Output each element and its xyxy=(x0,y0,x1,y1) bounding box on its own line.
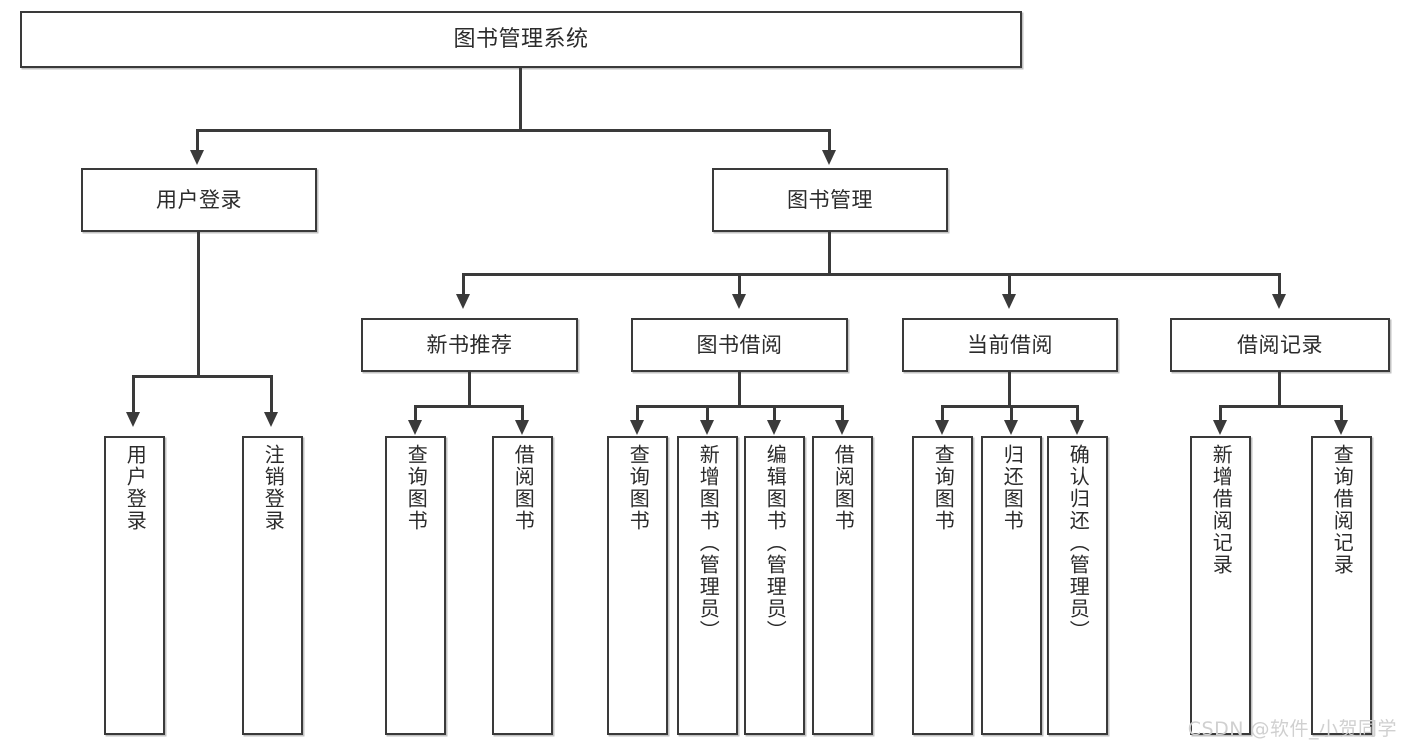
connector-book-manage-drop-4 xyxy=(1278,273,1281,295)
arrowhead-leaf-return-book xyxy=(1004,420,1018,435)
node-leaf-query-book-2[interactable]: 查询图书 xyxy=(607,436,668,735)
connector-borrow-record-stem xyxy=(1278,372,1281,407)
node-label: 查询图书 xyxy=(931,444,956,532)
connector-new-book-rec-bus xyxy=(414,405,524,408)
node-new-book-recommendation[interactable]: 新书推荐 xyxy=(361,318,578,372)
node-label: 归还图书 xyxy=(1000,444,1025,532)
arrowhead-leaf-query-book-2 xyxy=(630,420,644,435)
connector-current-borrow-stem xyxy=(1008,372,1011,407)
connector-new-book-rec-drop-1 xyxy=(414,405,417,421)
arrowhead-leaf-query-record xyxy=(1334,420,1348,435)
connector-book-manage-bus xyxy=(462,273,1280,276)
arrowhead-leaf-logout xyxy=(264,412,278,427)
node-borrow-record[interactable]: 借阅记录 xyxy=(1170,318,1390,372)
connector-user-login-drop-1 xyxy=(132,375,135,413)
node-label: 借阅记录 xyxy=(1237,332,1323,357)
node-label: 图书管理系统 xyxy=(453,26,589,52)
connector-root-stem xyxy=(519,68,522,131)
node-label: 新增借阅记录 xyxy=(1209,444,1234,576)
connector-book-borrow-bus xyxy=(636,405,844,408)
node-root-book-management-system[interactable]: 图书管理系统 xyxy=(20,11,1022,68)
node-leaf-add-record[interactable]: 新增借阅记录 xyxy=(1190,436,1251,735)
arrowhead-book-manage xyxy=(822,150,836,165)
connector-new-book-rec-drop-2 xyxy=(521,405,524,421)
node-label: 用户登录 xyxy=(156,187,242,212)
connector-book-borrow-drop-2 xyxy=(706,405,709,421)
connector-root-bus xyxy=(197,129,831,132)
node-leaf-confirm-return[interactable]: 确认归还（管理员） xyxy=(1047,436,1108,735)
node-leaf-add-book[interactable]: 新增图书（管理员） xyxy=(677,436,738,735)
arrowhead-current-borrow xyxy=(1002,294,1016,309)
arrowhead-book-borrow xyxy=(732,294,746,309)
arrowhead-leaf-user-login xyxy=(126,412,140,427)
connector-user-login-bus xyxy=(132,375,272,378)
node-book-management[interactable]: 图书管理 xyxy=(712,168,948,232)
connector-new-book-rec-stem xyxy=(468,372,471,407)
connector-borrow-record-drop-1 xyxy=(1219,405,1222,421)
node-leaf-query-book-1[interactable]: 查询图书 xyxy=(385,436,446,735)
connector-current-borrow-drop-1 xyxy=(941,405,944,421)
node-leaf-logout[interactable]: 注销登录 xyxy=(242,436,303,735)
watermark: CSDN @软件_小贺同学 xyxy=(1187,718,1397,740)
node-label: 借阅图书 xyxy=(831,444,856,532)
node-leaf-borrow-book-1[interactable]: 借阅图书 xyxy=(492,436,553,735)
node-leaf-query-record[interactable]: 查询借阅记录 xyxy=(1311,436,1372,735)
node-label: 查询借阅记录 xyxy=(1330,444,1355,576)
arrowhead-leaf-edit-book xyxy=(767,420,781,435)
node-user-login[interactable]: 用户登录 xyxy=(81,168,317,232)
connector-root-to-book-manage xyxy=(828,129,831,151)
node-label: 查询图书 xyxy=(404,444,429,532)
arrowhead-leaf-query-book-3 xyxy=(935,420,949,435)
node-label: 当前借阅 xyxy=(967,332,1053,357)
node-label: 借阅图书 xyxy=(511,444,536,532)
arrowhead-new-book-rec xyxy=(456,294,470,309)
connector-user-login-stem xyxy=(197,232,200,377)
connector-current-borrow-bus xyxy=(941,405,1078,408)
arrowhead-leaf-add-book xyxy=(700,420,714,435)
node-current-borrow[interactable]: 当前借阅 xyxy=(902,318,1118,372)
arrowhead-leaf-query-book-1 xyxy=(408,420,422,435)
connector-book-borrow-drop-4 xyxy=(841,405,844,421)
connector-borrow-record-bus xyxy=(1219,405,1343,408)
connector-book-manage-drop-2 xyxy=(738,273,741,295)
node-label: 新书推荐 xyxy=(426,332,513,357)
node-book-borrow[interactable]: 图书借阅 xyxy=(631,318,848,372)
node-label: 编辑图书（管理员） xyxy=(763,444,788,642)
connector-book-borrow-stem xyxy=(738,372,741,407)
connector-book-manage-drop-3 xyxy=(1008,273,1011,295)
connector-book-manage-stem xyxy=(828,232,831,275)
connector-book-borrow-drop-3 xyxy=(773,405,776,421)
node-label: 新增图书（管理员） xyxy=(696,444,721,642)
node-label: 图书管理 xyxy=(787,187,873,212)
node-leaf-borrow-book-2[interactable]: 借阅图书 xyxy=(812,436,873,735)
node-label: 图书借阅 xyxy=(696,332,783,357)
arrowhead-leaf-borrow-book-1 xyxy=(515,420,529,435)
node-leaf-return-book[interactable]: 归还图书 xyxy=(981,436,1042,735)
connector-root-to-user-login xyxy=(196,129,199,151)
connector-book-manage-drop-1 xyxy=(462,273,465,295)
node-leaf-user-login[interactable]: 用户登录 xyxy=(104,436,165,735)
arrowhead-leaf-borrow-book-2 xyxy=(835,420,849,435)
node-label: 用户登录 xyxy=(123,444,148,532)
connector-current-borrow-drop-3 xyxy=(1076,405,1079,421)
node-leaf-query-book-3[interactable]: 查询图书 xyxy=(912,436,973,735)
arrowhead-leaf-confirm-return xyxy=(1070,420,1084,435)
arrowhead-borrow-record xyxy=(1272,294,1286,309)
connector-book-borrow-drop-1 xyxy=(636,405,639,421)
connector-current-borrow-drop-2 xyxy=(1010,405,1013,421)
node-leaf-edit-book[interactable]: 编辑图书（管理员） xyxy=(744,436,805,735)
arrowhead-leaf-add-record xyxy=(1213,420,1227,435)
connector-user-login-drop-2 xyxy=(270,375,273,413)
arrowhead-user-login xyxy=(190,150,204,165)
node-label: 查询图书 xyxy=(626,444,651,532)
connector-borrow-record-drop-2 xyxy=(1340,405,1343,421)
node-label: 注销登录 xyxy=(261,444,286,532)
node-label: 确认归还（管理员） xyxy=(1066,444,1091,642)
